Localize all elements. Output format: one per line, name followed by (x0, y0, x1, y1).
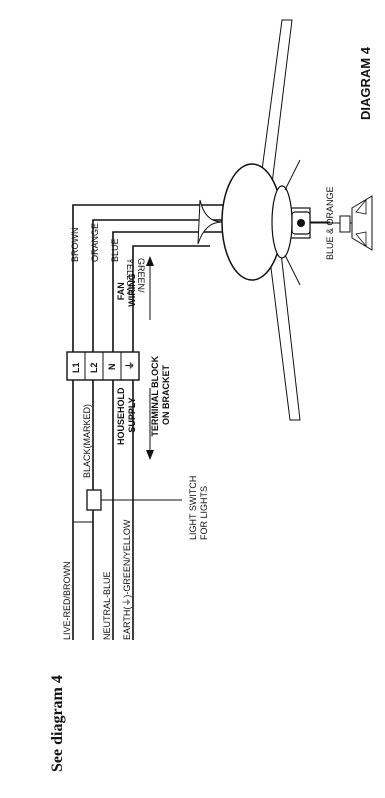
household-supply-arrow (146, 388, 154, 460)
terminal-l1: L1 (71, 362, 81, 373)
ceiling-fan (197, 19, 373, 421)
terminal-l2: L2 (89, 362, 99, 373)
light-switch-line1: LIGHT SWITCH (188, 476, 198, 540)
household-supply-line2: SUPPLY (127, 397, 137, 432)
light-switch (86, 489, 102, 511)
fan-wiring-line2: WIRING (127, 273, 137, 307)
fan-wire-green-line: GREEN/ (136, 258, 146, 293)
light-switch-label: LIGHT SWITCH FOR LIGHTS (188, 473, 209, 540)
live-wire-label: LIVE-RED/BROWN (62, 561, 72, 640)
fan-wire-green-yellow-label: GREEN/ YELLOW (125, 258, 146, 296)
earth-wire-label: EARTH(⏚)-GREEN/YELLOW (122, 519, 132, 640)
terminal-earth: ⏚ (125, 361, 135, 370)
fan-wire-brown-label: BROWN (70, 228, 80, 263)
terminal-block: L1 L2 N ⏚ (66, 351, 140, 381)
fan-wiring-label: FAN WIRING (116, 273, 137, 307)
fan-wiring-line1: FAN (116, 282, 126, 300)
fan-wires (72, 204, 240, 352)
household-supply-line1: HOUSEHOLD (116, 387, 126, 445)
fan-wire-orange-label: ORANGE (90, 223, 100, 262)
terminal-block-line2: ON BRACKET (161, 364, 171, 425)
terminal-block-label: TERMINAL BLOCK ON BRACKET (150, 353, 171, 436)
fan-wiring-arrow (146, 256, 154, 320)
terminal-block-line1: TERMINAL BLOCK (150, 355, 160, 436)
page-caption: See diagram 4 (49, 675, 66, 772)
supply-wires (72, 380, 134, 640)
household-supply-label: HOUSEHOLD SUPPLY (116, 385, 137, 445)
switched-wire-label: BLACK(MARKED) (82, 404, 92, 478)
diagram-title: DIAGRAM 4 (358, 46, 373, 120)
neutral-wire-label: NEUTRAL-BLUE (102, 571, 112, 640)
fan-wire-yellow-line: YELLOW (125, 258, 135, 296)
terminal-n: N (107, 364, 117, 371)
light-switch-line2: FOR LIGHTS (199, 486, 209, 540)
light-kit-wires-label: BLUE & ORANGE (325, 186, 335, 260)
fan-wire-blue-label: BLUE (110, 238, 120, 262)
